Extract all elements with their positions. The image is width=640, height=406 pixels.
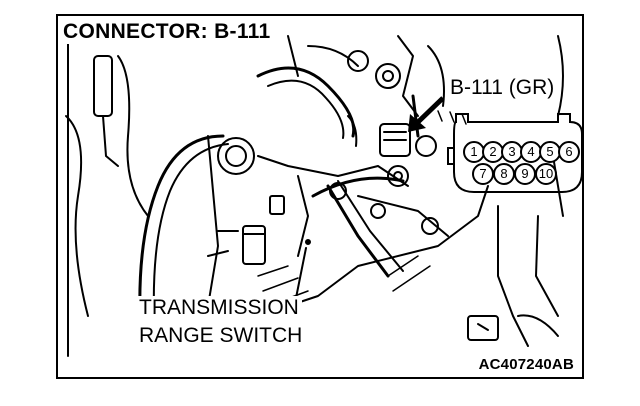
- engine-illustration: [65, 35, 582, 357]
- pin-5: 5: [539, 141, 561, 163]
- pin-10: 10: [535, 163, 557, 185]
- pin-8: 8: [493, 163, 515, 185]
- part-label-line2: RANGE SWITCH: [136, 324, 306, 348]
- connector-label: B-111 (GR): [448, 76, 557, 100]
- diagram-frame: CONNECTOR: B-111 B-111 (GR) 1 2 3 4 5 6 …: [56, 14, 584, 379]
- pin-9: 9: [514, 163, 536, 185]
- connector-title: CONNECTOR: B-111: [62, 20, 274, 44]
- part-label-line1: TRANSMISSION: [136, 296, 302, 320]
- connector-face: [447, 113, 582, 193]
- pointer-arrow-icon: [408, 96, 445, 132]
- pin-6: 6: [558, 141, 580, 163]
- pin-7: 7: [472, 163, 494, 185]
- figure-code: AC407240AB: [476, 356, 576, 373]
